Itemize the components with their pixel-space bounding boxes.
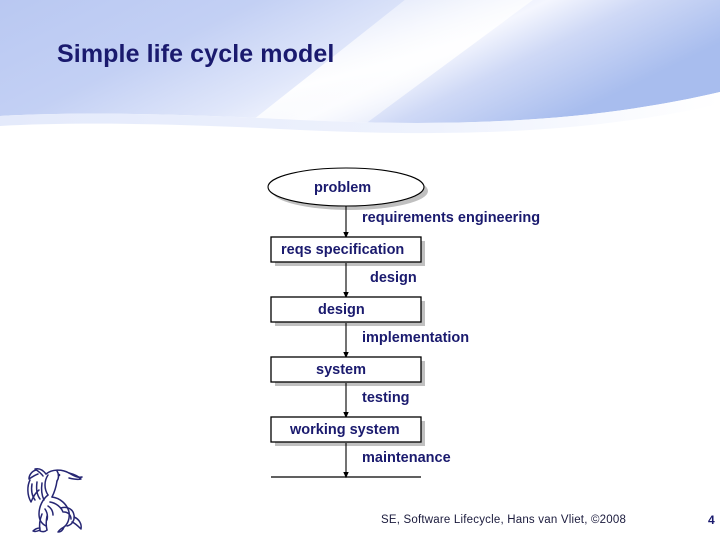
node-label-system: system (316, 362, 366, 378)
edge-label-implementation: implementation (362, 330, 470, 346)
banner-sheen (233, 0, 533, 135)
node-working-system (270, 416, 422, 443)
node-label-working-system: working system (290, 422, 400, 438)
node-label-design: design (318, 302, 365, 318)
node-problem (267, 167, 425, 207)
node-label-problem: problem (314, 180, 372, 196)
edge-label-design: design (370, 270, 417, 286)
node-label-reqs-specification: reqs specification (281, 242, 405, 258)
edge-label-requirements-engineering: requirements engineering (362, 210, 541, 226)
banner-underline (0, 92, 720, 134)
node-design (270, 296, 422, 323)
edge-label-maintenance: maintenance (362, 450, 451, 466)
page-number: 4 (708, 513, 715, 527)
node-system (270, 356, 422, 383)
vu-griffin-logo (12, 462, 90, 534)
node-reqs-specification (270, 236, 422, 263)
header-banner: Simple life cycle model (0, 0, 720, 135)
footer-credit: SE, Software Lifecycle, Hans van Vliet, … (381, 514, 627, 526)
edge-label-testing: testing (362, 390, 410, 406)
page-title: Simple life cycle model (57, 40, 335, 68)
